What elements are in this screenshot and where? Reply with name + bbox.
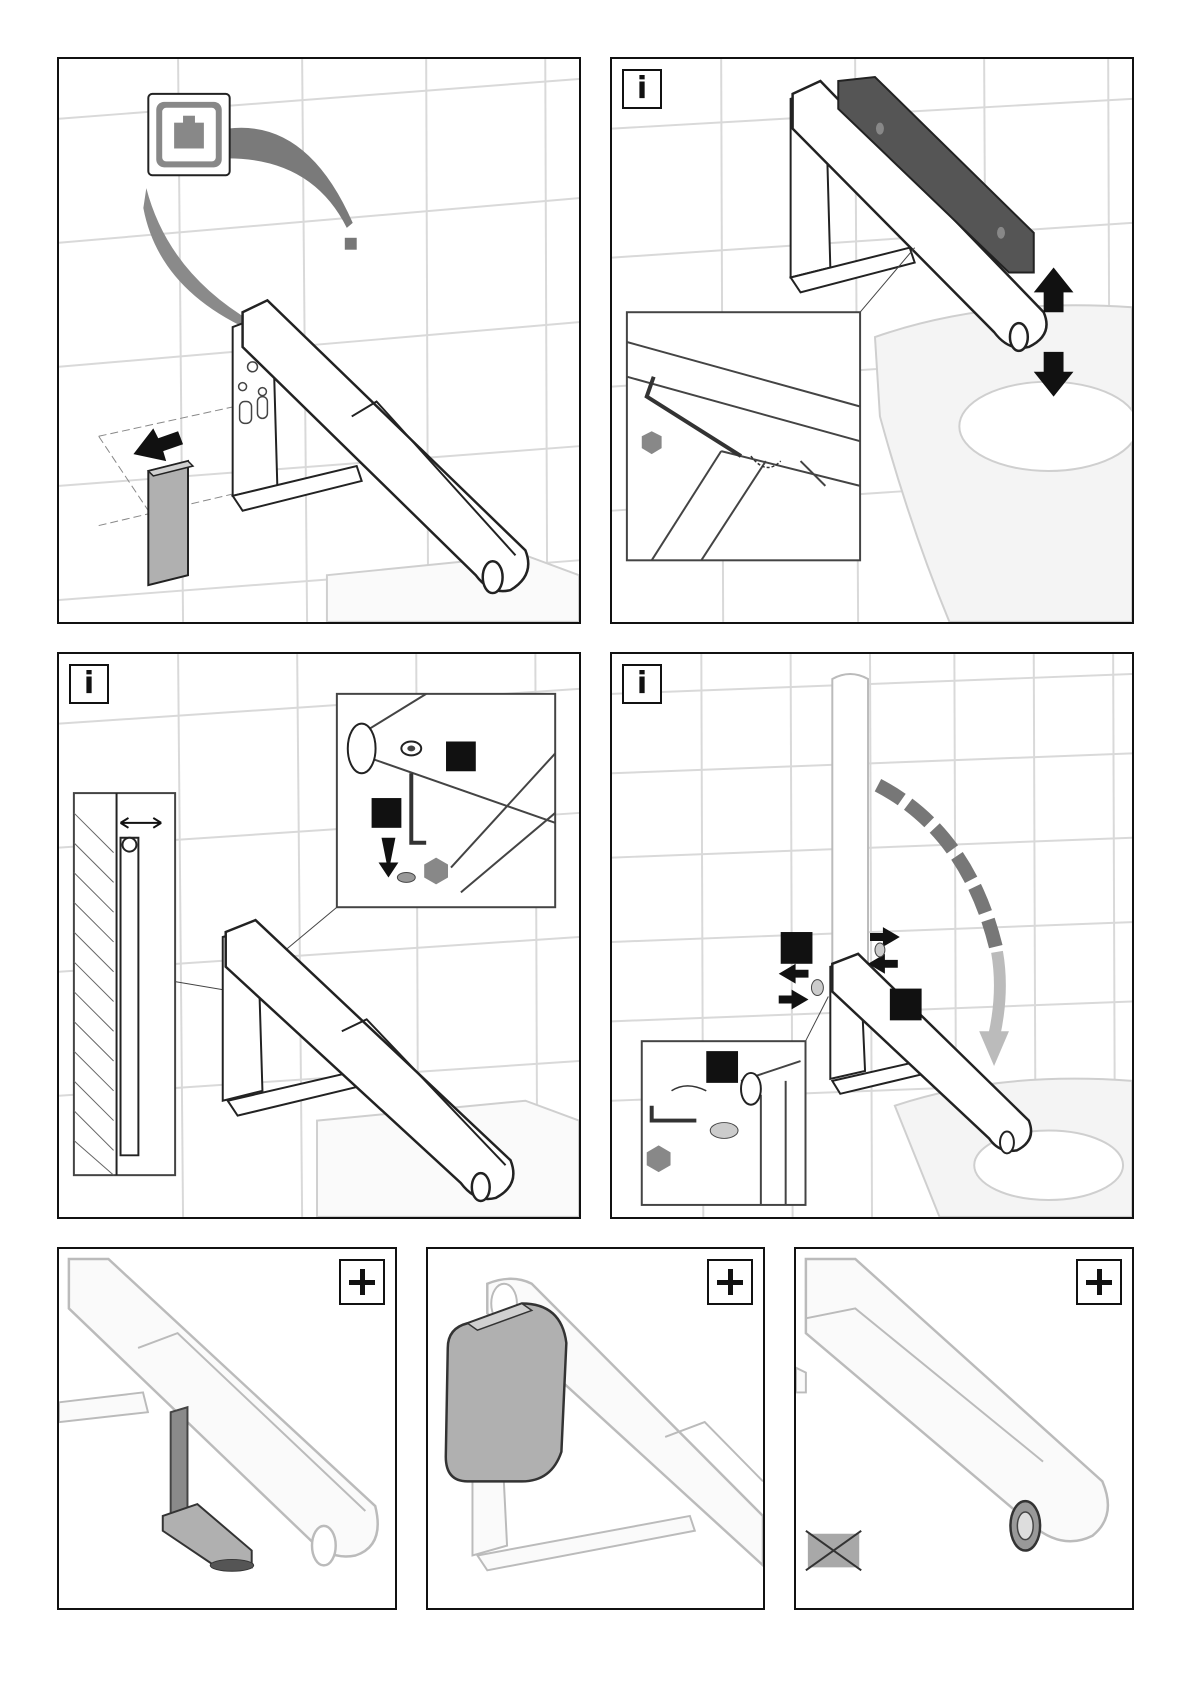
panel-optional-end-cap: [794, 1247, 1134, 1610]
step-marker-2: [890, 989, 922, 1021]
support-strut: [477, 1516, 694, 1570]
step-marker-3: [706, 1051, 738, 1083]
panel-3-illustration: [59, 654, 579, 1217]
panel-weight-installation: [57, 57, 581, 624]
panel-optional-support-foot: [57, 1247, 397, 1610]
detail-inset: [627, 312, 860, 560]
toilet-bowl: [327, 555, 579, 621]
push-arrow: [133, 428, 183, 461]
curve-arrow-top: [228, 128, 353, 228]
fold-arrow-icon: [878, 785, 997, 952]
hole-marker: [345, 238, 357, 250]
side-bar-profile: [121, 838, 139, 1156]
arrow-left: [779, 964, 809, 984]
cover-block: [148, 461, 188, 585]
step-marker-1: [446, 741, 476, 771]
plus-icon: [1076, 1259, 1122, 1305]
arrow-right-2: [870, 927, 900, 947]
plus-icon: [339, 1259, 385, 1305]
panel-optional-cover: [426, 1247, 765, 1610]
panel-4-illustration: [612, 654, 1132, 1217]
panel-fold-up-adjustment: i: [610, 652, 1134, 1219]
folded-bar-ghost: [832, 674, 868, 982]
info-badge: i: [69, 664, 109, 704]
step-marker-2: [372, 798, 402, 828]
bar-end-cap: [483, 561, 503, 593]
grab-bar-arm: [243, 300, 529, 591]
grab-bar-arm: [806, 1259, 1108, 1541]
arrow-right: [779, 990, 809, 1010]
panel-wall-distance-adjustment: i: [57, 652, 581, 1219]
panel-level-adjustment: i: [610, 57, 1134, 624]
plus-icon: [707, 1259, 753, 1305]
info-badge: i: [622, 664, 662, 704]
cover-plate: [446, 1303, 567, 1481]
panel-2-illustration: [612, 59, 1132, 622]
support-leg: [171, 1407, 188, 1521]
curve-arrow-bottom: [143, 188, 252, 329]
crossed-out-icon: [806, 1531, 861, 1571]
weight-icon: [148, 94, 229, 175]
fold-arrow-tail: [994, 952, 1000, 1036]
info-badge: i: [622, 69, 662, 109]
support-foot: [163, 1504, 252, 1567]
step-marker-1: [781, 932, 813, 964]
panel-1-illustration: [59, 59, 579, 622]
